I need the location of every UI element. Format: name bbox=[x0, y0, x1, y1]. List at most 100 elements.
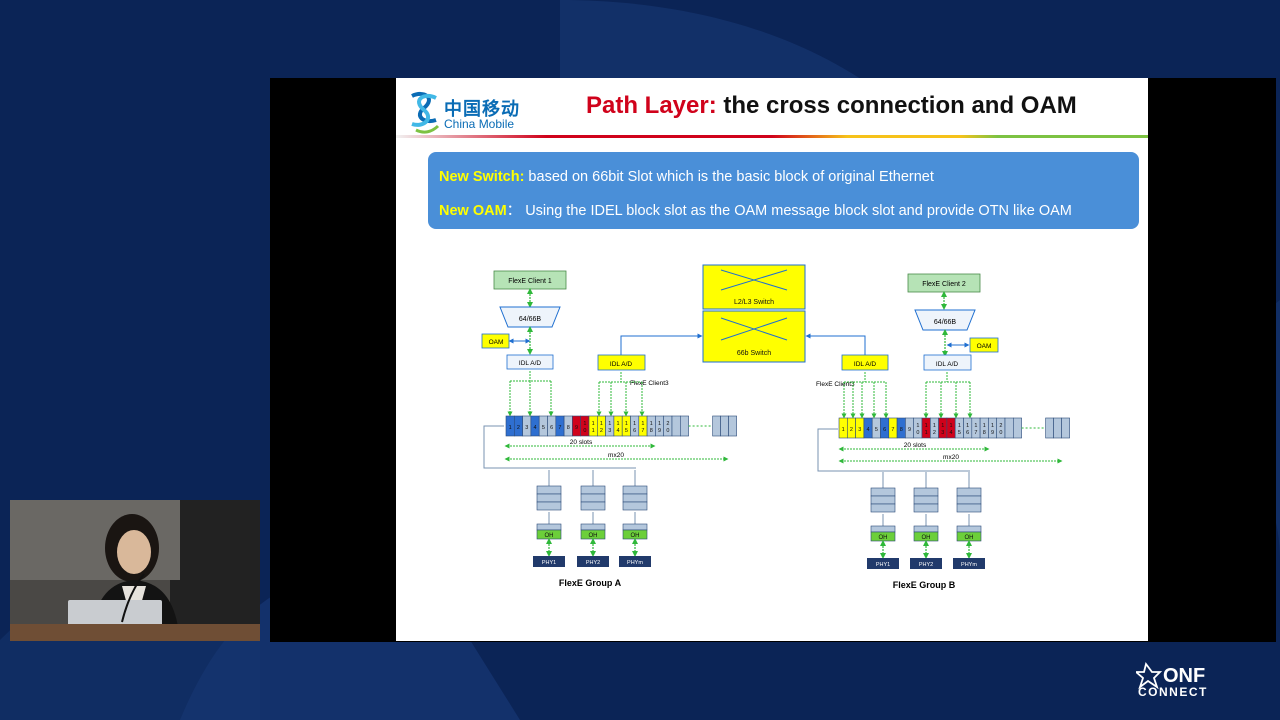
logo-chinese-text: 中国移动 bbox=[444, 99, 520, 119]
oam-label: OAM bbox=[977, 343, 992, 350]
oh-label: OH bbox=[965, 535, 974, 541]
phy-buffer-cell bbox=[622, 501, 648, 511]
oam-box bbox=[969, 337, 999, 353]
slot-number: 3 bbox=[525, 425, 528, 431]
switch-cross-icon bbox=[720, 317, 788, 341]
slot-number: 1 bbox=[983, 423, 986, 429]
idl-ad-box bbox=[923, 354, 972, 371]
slot-number: 1 bbox=[625, 421, 628, 427]
slot-number: 8 bbox=[983, 430, 986, 436]
slot-cell bbox=[671, 415, 681, 437]
phy-label: PHY1 bbox=[542, 560, 556, 566]
flexe-architecture-diagram: L2/L3 Switch 66b Switch FlexE Client 1 6… bbox=[481, 264, 1070, 590]
l2l3-switch-box bbox=[702, 264, 806, 310]
slot-number: 1 bbox=[958, 423, 961, 429]
slot-number: 2 bbox=[517, 425, 520, 431]
oh-top-cell bbox=[622, 523, 648, 531]
slot-number: 1 bbox=[991, 423, 994, 429]
slot-cell bbox=[1053, 417, 1062, 439]
66b-switch-box bbox=[702, 310, 806, 363]
slot-number: 3 bbox=[941, 430, 944, 436]
slot-number: 7 bbox=[891, 427, 894, 433]
codec-label: 64/66B bbox=[934, 319, 957, 326]
oh-top-cell bbox=[913, 525, 939, 533]
slot-number: 1 bbox=[966, 423, 969, 429]
slot-number: 6 bbox=[633, 428, 636, 434]
phy-buffer-cell bbox=[956, 495, 982, 505]
bus-line bbox=[483, 425, 636, 469]
slot-number: 2 bbox=[850, 427, 853, 433]
slot-number: 1 bbox=[608, 421, 611, 427]
phy-buffer-cell bbox=[913, 503, 939, 513]
flexe-client-1-label: FlexE Client 1 bbox=[508, 278, 552, 285]
slot-number: 3 bbox=[858, 427, 861, 433]
phy-buffer-cell bbox=[622, 485, 648, 495]
info-line-switch: New Switch: based on 66bit Slot which is… bbox=[439, 169, 934, 185]
flexe-client-2-label: FlexE Client 2 bbox=[922, 281, 966, 288]
slot-number: 1 bbox=[933, 423, 936, 429]
info-text: ： Using the IDEL block slot as the OAM m… bbox=[506, 203, 1072, 219]
slot-cell bbox=[720, 415, 729, 437]
phy-label: PHY2 bbox=[919, 562, 933, 568]
slot-number: 7 bbox=[558, 425, 561, 431]
slot-cell bbox=[1004, 417, 1014, 439]
oh-top-cell bbox=[580, 523, 606, 531]
slide-title-rest: the cross connection and OAM bbox=[716, 92, 1077, 119]
oh-label: OH bbox=[922, 535, 931, 541]
phy-buffer-cell bbox=[622, 493, 648, 503]
slot-number: 6 bbox=[966, 430, 969, 436]
slot-number: 4 bbox=[617, 428, 620, 434]
slot-fanout-arrows bbox=[841, 372, 973, 419]
slot-number: 1 bbox=[658, 421, 661, 427]
slots-count-label: 20 slots bbox=[904, 442, 927, 449]
slot-number: 0 bbox=[916, 430, 919, 436]
slot-number: 1 bbox=[950, 423, 953, 429]
slot-number: 4 bbox=[950, 430, 953, 436]
slot-number: 8 bbox=[650, 428, 653, 434]
title-divider bbox=[396, 135, 1148, 138]
slot-number: 2 bbox=[933, 430, 936, 436]
slot-number: 5 bbox=[875, 427, 878, 433]
slot-number: 7 bbox=[974, 430, 977, 436]
slot-number: 1 bbox=[583, 421, 586, 427]
phy-box bbox=[953, 558, 985, 569]
slot-number: 1 bbox=[842, 427, 845, 433]
info-line-oam: New OAM： Using the IDEL block slot as th… bbox=[439, 199, 1072, 220]
phy-buffer-cell bbox=[913, 495, 939, 505]
codec-64-66b-box bbox=[914, 309, 976, 331]
phy-buffer-cell bbox=[870, 495, 896, 505]
phy-buffer-cell bbox=[580, 485, 606, 495]
slot-number: 9 bbox=[908, 427, 911, 433]
oh-label: OH bbox=[631, 533, 640, 539]
speaker-video-image bbox=[10, 500, 260, 641]
slot-fanout-arrows bbox=[507, 371, 645, 417]
slot-number: 9 bbox=[658, 428, 661, 434]
oh-label: OH bbox=[589, 533, 598, 539]
slot-number: 0 bbox=[583, 428, 586, 434]
slot-number: 1 bbox=[633, 421, 636, 427]
idl-ad-label: IDL A/D bbox=[854, 361, 876, 368]
china-mobile-logo-icon bbox=[411, 91, 440, 134]
slide-title: Path Layer: the cross connection and OAM bbox=[586, 92, 1077, 120]
flexe-group-a-side: FlexE Client 1 64/66B OAM IDL A/D IDL A/… bbox=[481, 270, 737, 588]
slot-number: 6 bbox=[550, 425, 553, 431]
slot-number: 9 bbox=[575, 425, 578, 431]
info-key: New OAM bbox=[439, 203, 507, 219]
phy-box bbox=[910, 558, 942, 569]
slot-number: 1 bbox=[925, 423, 928, 429]
slots-count-label: 20 slots bbox=[570, 439, 593, 446]
onf-wordmark: ONF bbox=[1163, 665, 1205, 687]
oh-top-cell bbox=[870, 525, 896, 533]
slot-cell bbox=[728, 415, 737, 437]
idl-ad-label: IDL A/D bbox=[519, 360, 541, 367]
slot-number: 0 bbox=[666, 428, 669, 434]
onf-connect-logo-icon: ONF CONNECT bbox=[1136, 661, 1206, 699]
slot-number: 5 bbox=[958, 430, 961, 436]
flexe-client3-label: FlexE Client3 bbox=[630, 380, 669, 387]
info-callout: New Switch: based on 66bit Slot which is… bbox=[428, 152, 1139, 229]
slot-number: 1 bbox=[641, 421, 644, 427]
slot-number: 1 bbox=[509, 425, 512, 431]
phy-box bbox=[533, 556, 565, 567]
